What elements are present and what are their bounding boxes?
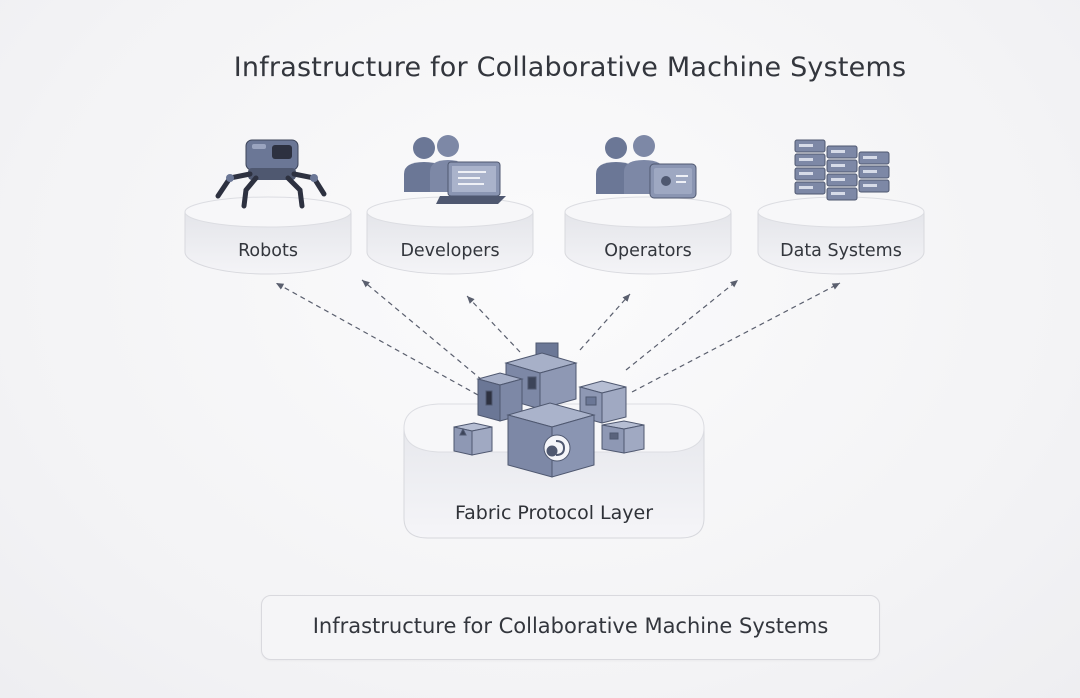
platform-label-developers: Developers	[400, 241, 500, 261]
connector-developers	[466, 295, 521, 353]
connector-data-systems	[631, 282, 841, 393]
platform-operators: Operators	[563, 135, 733, 278]
page-title: Infrastructure for Collaborative Machine…	[233, 52, 907, 83]
connector-operators-outer	[625, 279, 739, 371]
platform-label-robots: Robots	[238, 241, 298, 261]
platform-label-data-systems: Data Systems	[780, 241, 902, 261]
hub-label: Fabric Protocol Layer	[454, 502, 654, 524]
caption-box: Infrastructure for Collaborative Machine…	[261, 595, 880, 660]
platform-base	[184, 196, 352, 275]
platform-label-operators: Operators	[604, 241, 692, 261]
developers-icon	[404, 135, 506, 204]
servers-icon	[794, 139, 890, 201]
operators-icon	[596, 135, 697, 199]
platform-data-systems: Data Systems	[756, 139, 926, 278]
platform-base	[564, 196, 732, 275]
platform-developers: Developers	[365, 135, 535, 278]
connector-developers-outer	[361, 279, 483, 381]
connector-operators	[579, 293, 631, 351]
platform-robots: Robots	[183, 139, 353, 278]
caption-text: Infrastructure for Collaborative Machine…	[312, 614, 829, 638]
platform-base	[366, 196, 534, 275]
platform-base	[757, 196, 925, 275]
cube-cluster-icon	[453, 342, 645, 478]
connector-robots	[275, 282, 479, 396]
robot-icon	[215, 139, 327, 209]
